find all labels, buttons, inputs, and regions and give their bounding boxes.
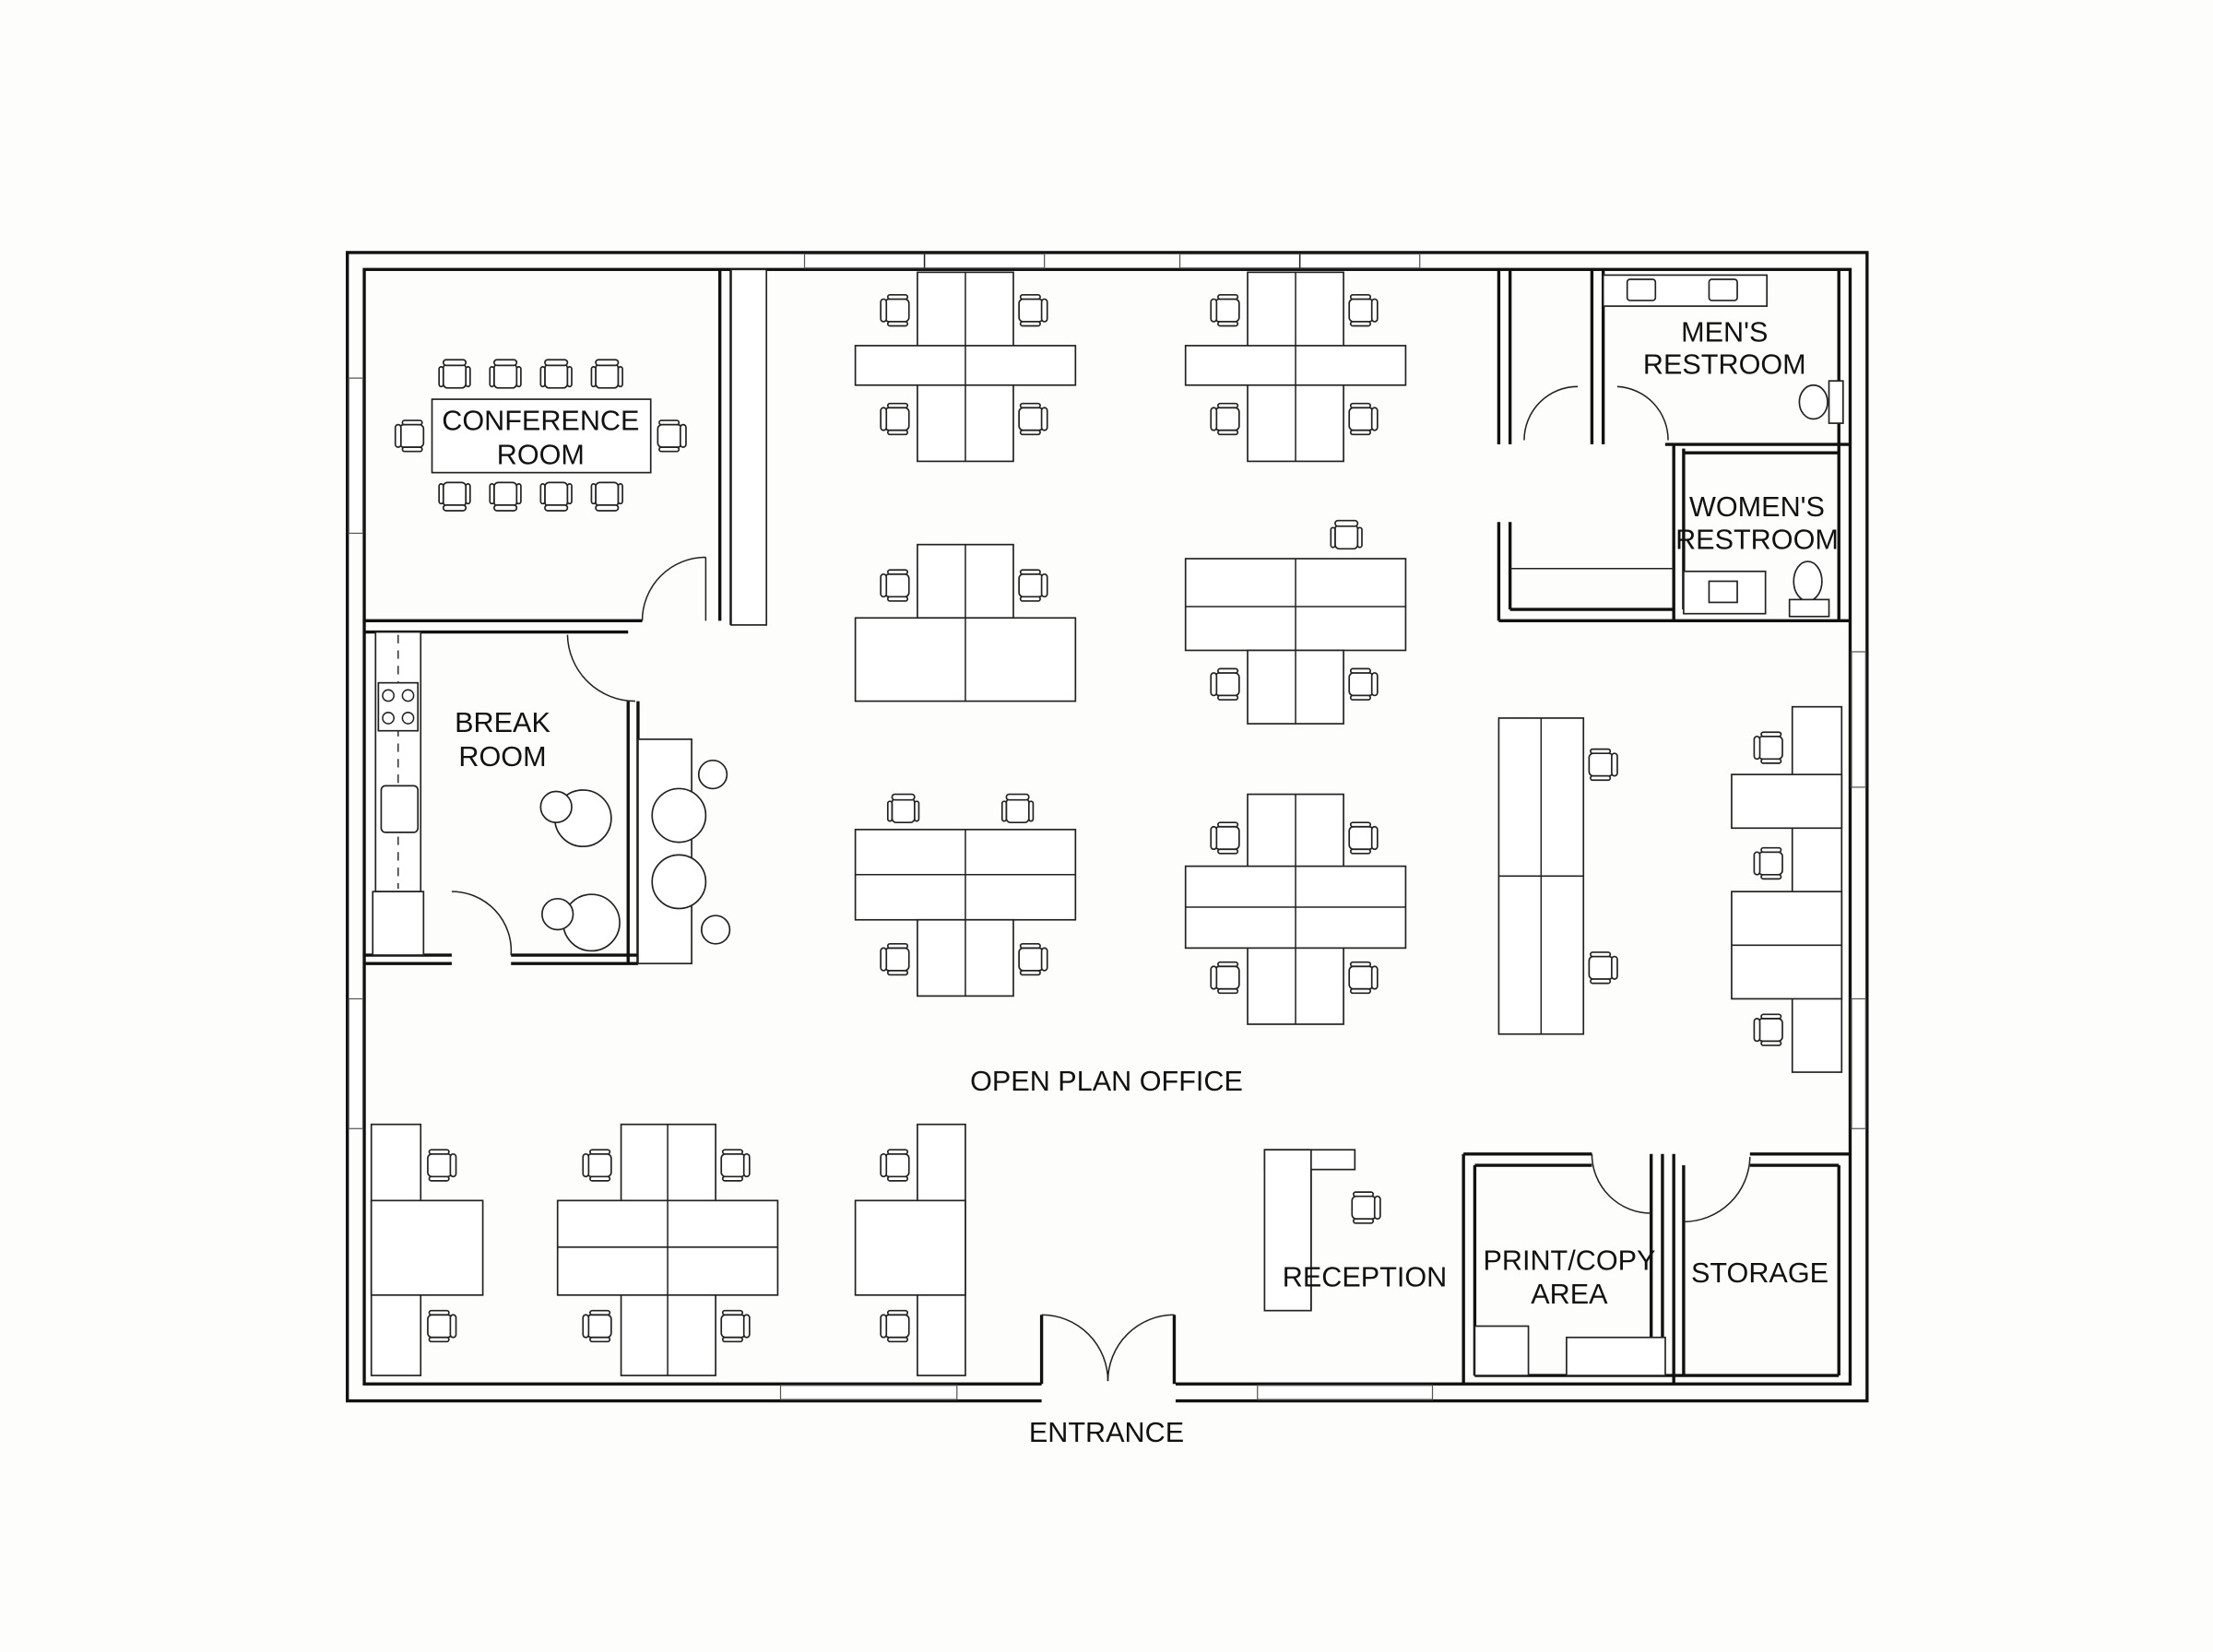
chair bbox=[1018, 942, 1048, 976]
chair bbox=[880, 402, 910, 436]
chair bbox=[880, 1149, 910, 1182]
label-womens-restroom: WOMEN'S bbox=[1689, 491, 1825, 523]
chair bbox=[1588, 748, 1618, 782]
chair bbox=[582, 1149, 612, 1182]
chair bbox=[657, 419, 687, 453]
desk bbox=[1791, 705, 1843, 1073]
label-entrance: ENTRANCE bbox=[1029, 1417, 1184, 1448]
desk bbox=[1731, 773, 1843, 830]
label-print-copy-2: AREA bbox=[1531, 1279, 1608, 1310]
chair bbox=[1210, 667, 1240, 701]
chair bbox=[427, 1309, 457, 1343]
label-mens-restroom-2: RESTROOM bbox=[1643, 349, 1806, 381]
label-break-room-2: ROOM bbox=[458, 741, 546, 773]
chair bbox=[1330, 519, 1363, 550]
chair bbox=[720, 1309, 751, 1343]
chair bbox=[1018, 569, 1048, 602]
chair bbox=[489, 481, 522, 512]
label-reception: RECEPTION bbox=[1283, 1262, 1447, 1293]
label-womens-restroom-2: RESTROOM bbox=[1675, 524, 1839, 555]
chair bbox=[880, 569, 910, 602]
print-storage-rooms bbox=[1462, 1152, 1851, 1385]
chair bbox=[1210, 821, 1240, 855]
chair bbox=[1348, 667, 1379, 701]
label-conference-room-2: ROOM bbox=[497, 439, 585, 470]
chair bbox=[590, 359, 623, 389]
chair bbox=[394, 419, 425, 453]
chair bbox=[1588, 951, 1618, 985]
break-room bbox=[364, 631, 731, 965]
chair bbox=[1210, 293, 1240, 327]
conference-room bbox=[364, 268, 768, 634]
chair bbox=[880, 942, 910, 976]
chair bbox=[1753, 1013, 1783, 1046]
label-break-room: BREAK bbox=[455, 707, 550, 738]
workstations bbox=[370, 271, 1843, 1376]
chair bbox=[1018, 402, 1048, 436]
room-labels: CONFERENCE ROOM BREAK ROOM OPEN PLAN OFF… bbox=[442, 316, 1839, 1448]
desk bbox=[370, 1199, 484, 1296]
chair bbox=[880, 293, 910, 327]
windows bbox=[348, 253, 1866, 1400]
restrooms bbox=[1497, 269, 1851, 623]
chair bbox=[1753, 731, 1783, 764]
entrance-doors[interactable] bbox=[1039, 1314, 1177, 1406]
label-conference-room: CONFERENCE bbox=[442, 406, 639, 437]
chair bbox=[438, 481, 471, 512]
label-mens-restroom: MEN'S bbox=[1681, 316, 1768, 348]
chair bbox=[720, 1149, 751, 1182]
label-storage: STORAGE bbox=[1691, 1257, 1828, 1289]
chair bbox=[880, 1309, 910, 1343]
chair bbox=[1348, 293, 1379, 327]
chair bbox=[1210, 961, 1240, 995]
chair bbox=[438, 359, 471, 389]
label-print-copy: PRINT/COPY bbox=[1483, 1245, 1655, 1276]
chair bbox=[1348, 402, 1379, 436]
chair bbox=[1753, 846, 1783, 880]
desk bbox=[1263, 1149, 1312, 1312]
chair bbox=[1018, 293, 1048, 327]
desk bbox=[854, 1199, 966, 1296]
chair bbox=[1348, 821, 1379, 855]
chair bbox=[539, 481, 573, 512]
chair bbox=[489, 359, 522, 389]
chair bbox=[886, 793, 920, 824]
chair bbox=[539, 359, 573, 389]
chair bbox=[1351, 1191, 1381, 1224]
chair bbox=[427, 1149, 457, 1182]
chair bbox=[1000, 793, 1035, 824]
chair bbox=[582, 1309, 612, 1343]
chairs bbox=[394, 293, 1783, 1343]
chair bbox=[1348, 961, 1379, 995]
chair bbox=[1210, 402, 1240, 436]
label-open-plan-office: OPEN PLAN OFFICE bbox=[970, 1066, 1243, 1097]
chair bbox=[590, 481, 623, 512]
